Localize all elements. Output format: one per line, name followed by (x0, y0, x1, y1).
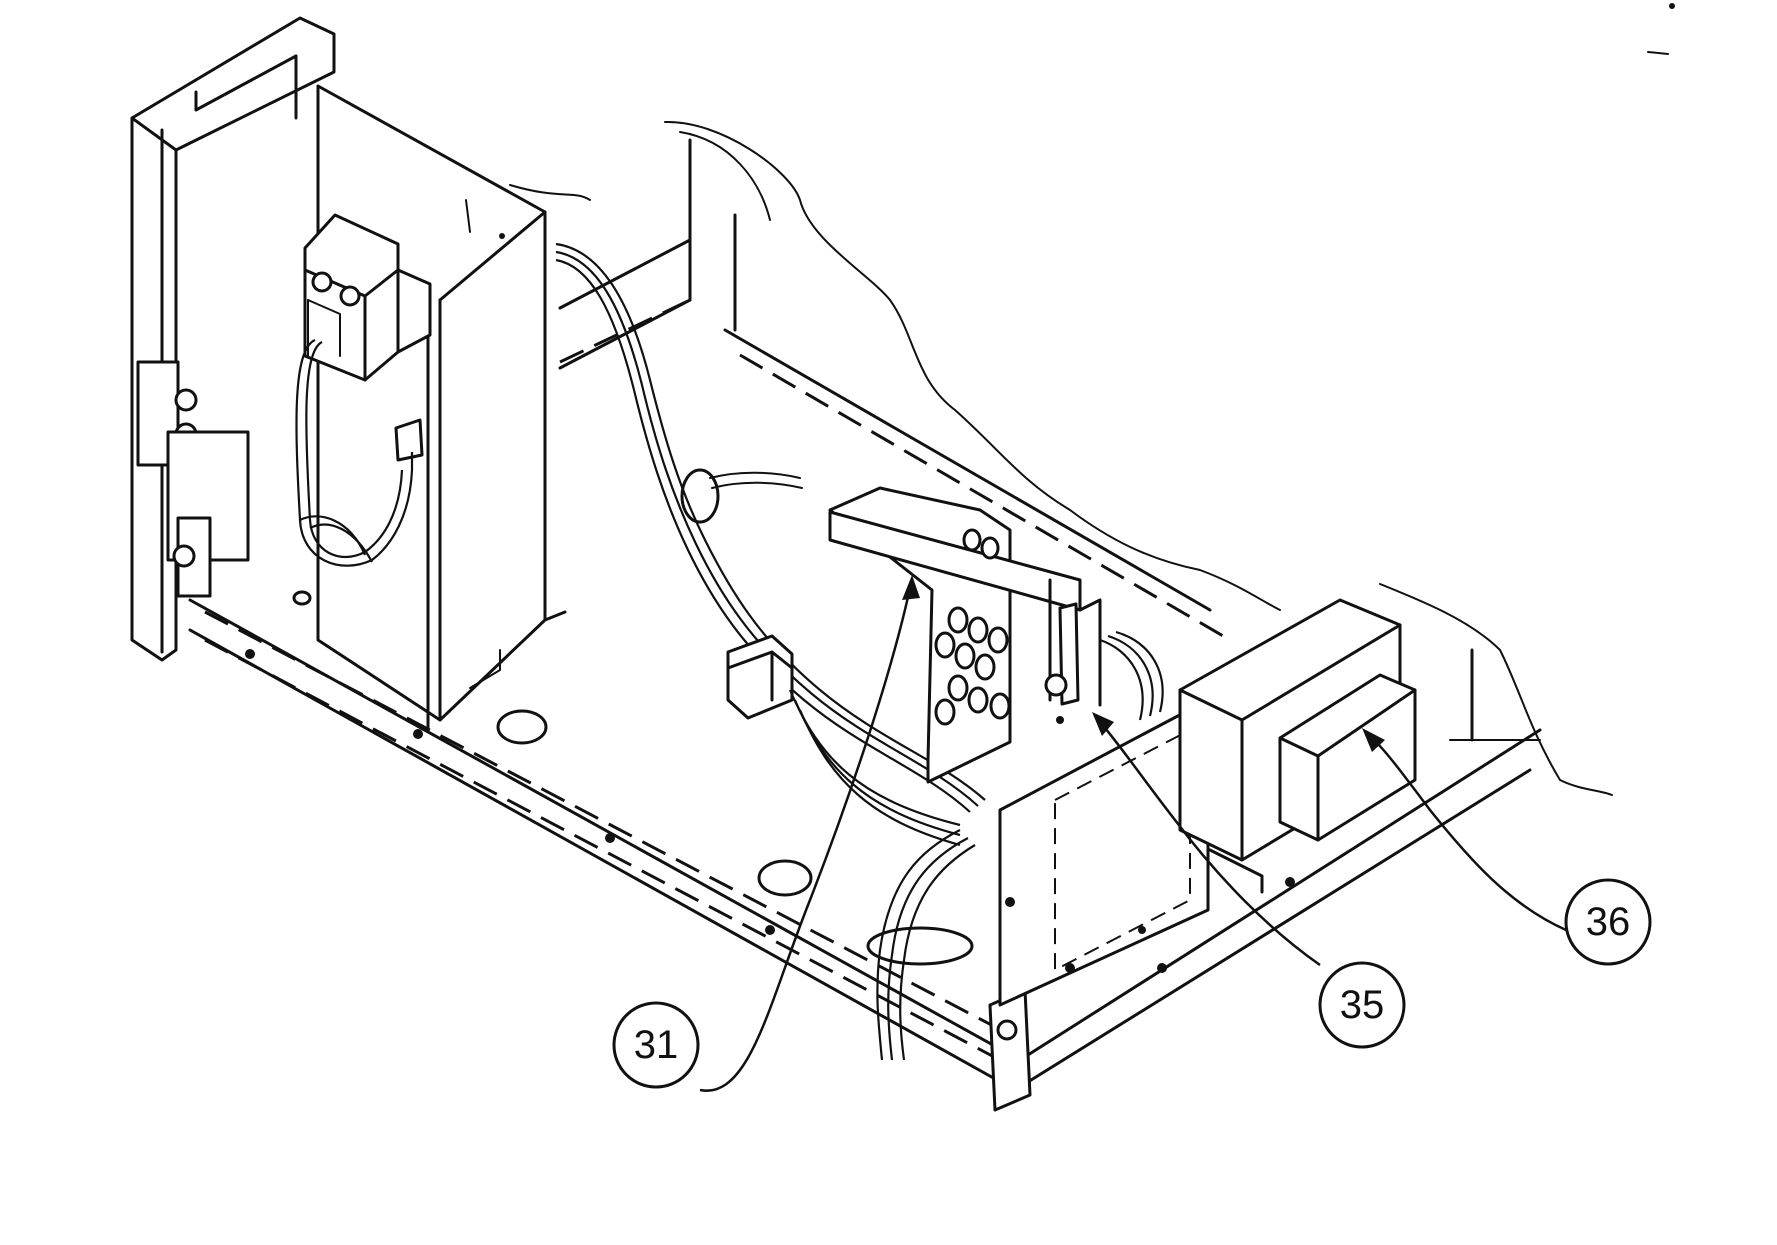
callout-31-label: 31 (634, 1023, 679, 1067)
rear-wall (509, 120, 1613, 796)
terminal-panel (998, 698, 1210, 1007)
left-side-panel (130, 16, 336, 662)
callout-31-group: 31 (612, 575, 920, 1092)
control-box (295, 84, 567, 732)
callout-36-circle (1564, 878, 1652, 966)
terminal-holes (934, 528, 1011, 726)
scan-mark (1647, 51, 1669, 55)
base-panel (188, 590, 1542, 1112)
wire-harness (555, 242, 1164, 1061)
callout-35-group: 35 (1092, 712, 1406, 1049)
transformer (1178, 598, 1417, 894)
callout-35-circle (1318, 961, 1406, 1049)
callout-36-group: 36 (1362, 728, 1652, 966)
callout-36-label: 36 (1586, 900, 1631, 944)
callout-35-label: 35 (1340, 983, 1385, 1027)
scan-speck (1669, 3, 1675, 9)
callout-31-circle (612, 1001, 700, 1089)
contactor-assembly (828, 486, 1102, 784)
